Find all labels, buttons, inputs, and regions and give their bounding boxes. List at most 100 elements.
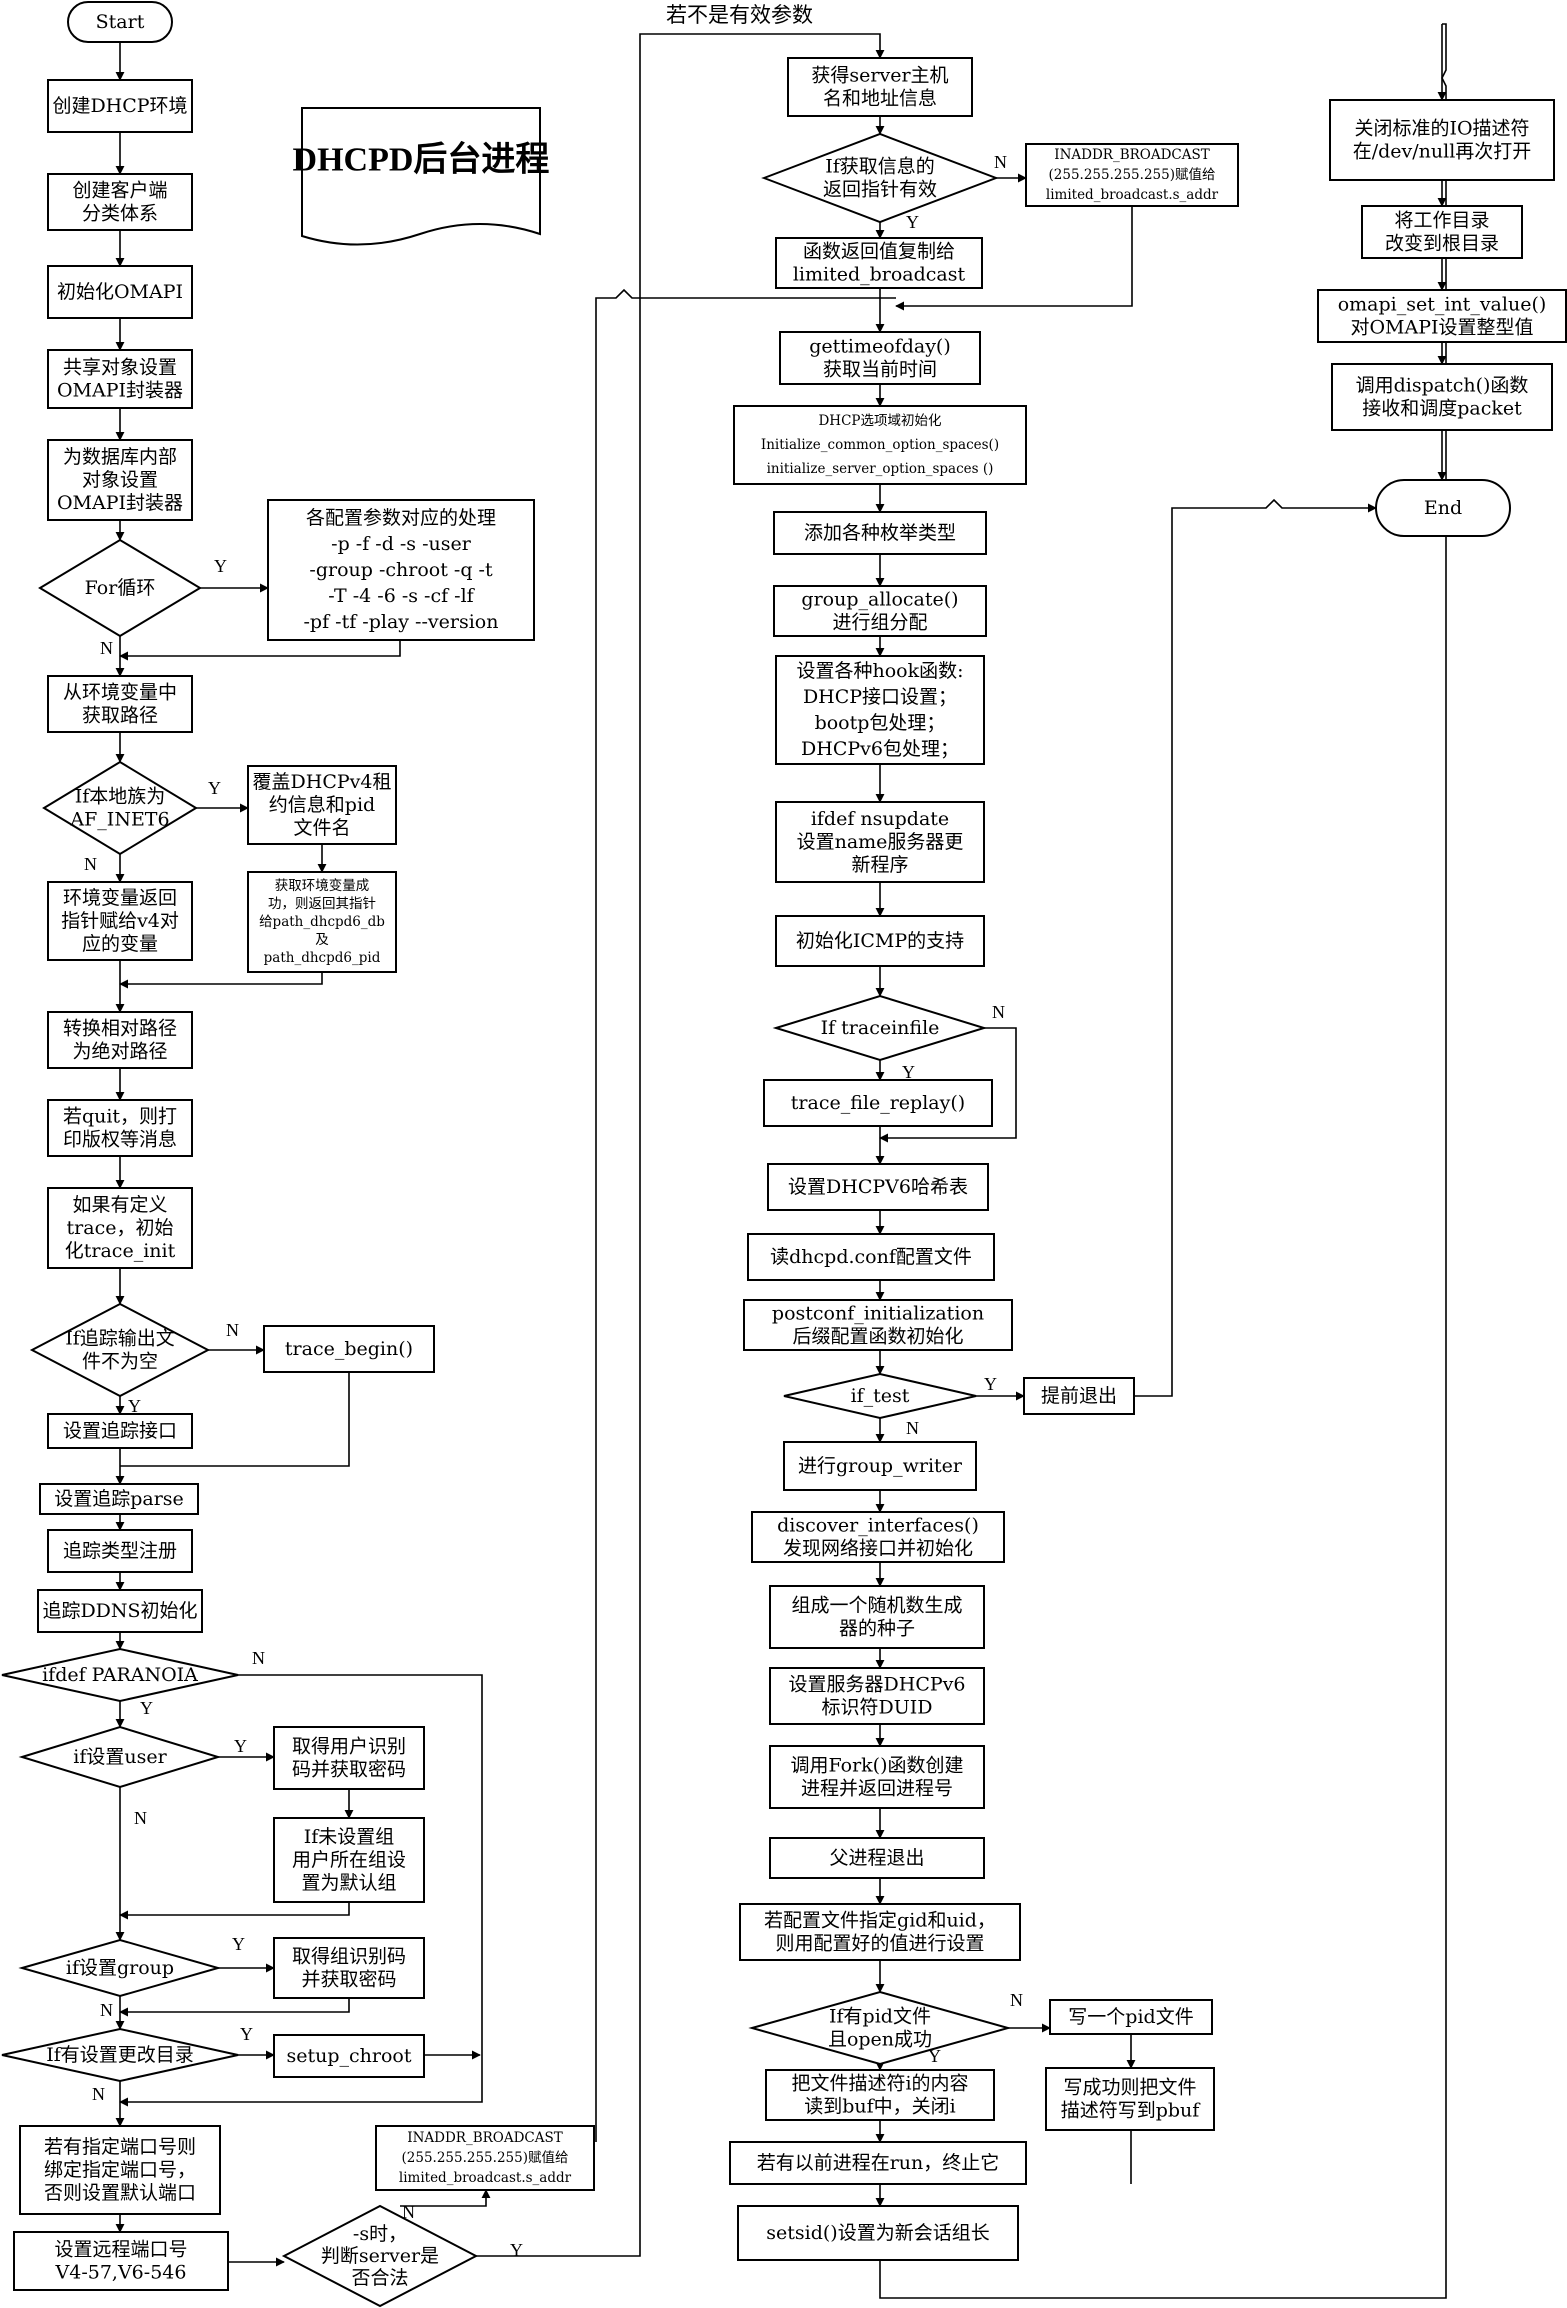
iftest-yes-label: Y [984, 1374, 997, 1394]
if-change-dir-decision: If有设置更改目录 [1, 2027, 239, 2083]
reopen-devnull-box-text: 在/dev/null再次打开 [1353, 141, 1532, 163]
option-space-init-text: DHCP选项域初始化 [818, 412, 941, 429]
dhcpv6-hash-box-text: 设置DHCPV6哈希表 [788, 1176, 968, 1198]
traceinfile-decision: If traceinfile [772, 994, 988, 1062]
user-yes-label: Y [234, 1736, 247, 1756]
dispatch-box-text: 接收和调度packet [1362, 398, 1522, 420]
set-hook-functions-text: bootp包处理； [815, 712, 946, 734]
omapi-set-int-box-text: 对OMAPI设置整型值 [1350, 317, 1533, 339]
get-group-id-box-text: 取得组识别码 [292, 1946, 406, 1968]
relative-to-absolute-text: 为绝对路径 [72, 1041, 167, 1063]
get-server-info-text: 名和地址信息 [823, 88, 937, 110]
cover-dhcpv4-lease-text: 文件名 [293, 817, 350, 839]
title-document: DHCPD后台进程 [293, 107, 549, 246]
dispatch-box-text: 调用dispatch()函数 [1356, 375, 1529, 397]
gettimeofday-box-text: gettimeofday() [809, 336, 951, 358]
trace-ddns-init: 追踪DDNS初始化 [37, 1589, 203, 1633]
gid-uid-box-text: 若配置文件指定gid和uid， [764, 1910, 996, 1932]
parent-exit-box: 父进程退出 [769, 1837, 985, 1879]
paranoia-no-label: N [252, 1648, 265, 1668]
broadcast-assign-box-1-text: INADDR_BROADCAST [407, 2130, 563, 2146]
s-server-valid-decision-text: 判断server是 [321, 2245, 439, 2267]
s-no-label: N [402, 2202, 415, 2222]
ifdef-paranoia-decision-text: ifdef PARANOIA [42, 1664, 198, 1686]
config-params-box-text: -T -4 -6 -s -cf -lf [328, 585, 475, 607]
env-pointer-to-v4-text: 应的变量 [82, 933, 158, 955]
nsupdate-box-text: ifdef nsupdate [811, 808, 949, 830]
valid-no-label: N [994, 152, 1007, 172]
trace-init-box-text: trace，初始 [67, 1217, 174, 1239]
connector [119, 1902, 350, 1920]
getenv-success-box-text: 给path_dhcpd6_db [259, 914, 385, 930]
chdir-root-box-text: 改变到根目录 [1385, 233, 1499, 255]
ifdef-paranoia-decision: ifdef PARANOIA [1, 1647, 239, 1703]
omapi-set-int-box-text: omapi_set_int_value() [1338, 294, 1547, 316]
get-path-from-env-text: 获取路径 [82, 705, 158, 727]
chdir-root-box-text: 将工作目录 [1394, 210, 1489, 232]
icmp-init-box: 初始化ICMP的支持 [775, 915, 985, 967]
invalid-param-note: 若不是有效参数 [666, 3, 813, 27]
set-trace-parse: 设置追踪parse [39, 1483, 199, 1515]
discover-interfaces-box: discover_interfaces()发现网络接口并初始化 [751, 1511, 1005, 1563]
chdir-yes-label: Y [240, 2024, 253, 2044]
for-yes-label: Y [214, 556, 227, 576]
read-conf-box-text: 读dhcpd.conf配置文件 [770, 1246, 972, 1268]
copy-to-broadcast-text: limited_broadcast [793, 264, 966, 286]
traceout-no-label: N [226, 1320, 239, 1340]
gid-uid-box-text: 则用配置好的值进行设置 [775, 1933, 984, 1955]
connector [595, 288, 896, 2142]
add-enum-types: 添加各种枚举类型 [773, 511, 987, 555]
config-params-box-text: -p -f -d -s -user [331, 533, 472, 555]
group-writer-box-text: 进行group_writer [798, 1455, 963, 1477]
share-object-wrapper-text: OMAPI封装器 [57, 380, 183, 402]
setsid-box-text: setsid()设置为新会话组长 [766, 2222, 989, 2244]
pidf-yes-label: Y [928, 2046, 941, 2066]
set-remote-port-box-text: 设置远程端口号 [54, 2239, 187, 2261]
traceinfile-no-label: N [992, 1002, 1005, 1022]
getenv-success-box-text: 获取环境变量成 [275, 878, 370, 894]
broadcast-assign-box-1-text: limited_broadcast.s_addr [399, 2170, 572, 2186]
trace-begin-box-text: trace_begin() [285, 1338, 413, 1360]
random-seed-box-text: 组成一个随机数生成 [791, 1595, 962, 1617]
set-hook-functions-text: DHCPv6包处理； [801, 738, 959, 760]
set-hook-functions-text: 设置各种hook函数: [796, 660, 963, 682]
get-user-id-box-text: 码并获取密码 [292, 1759, 406, 1781]
default-group-box-text: 用户所在组设 [292, 1849, 406, 1871]
random-seed-box-text: 器的种子 [839, 1618, 915, 1640]
if-test-decision-text: if_test [851, 1385, 910, 1407]
set-duid-box-text: 设置服务器DHCPv6 [789, 1674, 966, 1696]
set-hook-functions: 设置各种hook函数:DHCP接口设置；bootp包处理；DHCPv6包处理； [775, 655, 985, 765]
option-space-init-text: Initialize_common_option_spaces() [761, 437, 999, 453]
valid-yes-label: Y [906, 212, 919, 232]
cover-dhcpv4-lease-text: 覆盖DHCPv4租 [253, 771, 392, 793]
end-terminal: End [1375, 479, 1511, 537]
set-trace-parse-text: 设置追踪parse [54, 1488, 184, 1510]
read-conf-box: 读dhcpd.conf配置文件 [747, 1233, 995, 1281]
pid-file-decision-text: 且open成功 [828, 2029, 932, 2051]
connector [119, 1674, 483, 2107]
init-omapi-text: 初始化OMAPI [57, 281, 183, 303]
copy-to-broadcast-text: 函数返回值复制给 [803, 241, 955, 263]
bind-port-box-text: 否则设置默认端口 [44, 2182, 196, 2204]
write-pid-box: 写一个pid文件 [1049, 1999, 1213, 2035]
trace-begin-box: trace_begin() [263, 1325, 435, 1373]
early-exit-box: 提前退出 [1023, 1377, 1135, 1415]
postconf-box-text: 后缀配置函数初始化 [792, 1326, 963, 1348]
pid-to-pbuf-box-text: 写成功则把文件 [1063, 2077, 1196, 2099]
set-duid-box-text: 标识符DUID [822, 1697, 933, 1719]
